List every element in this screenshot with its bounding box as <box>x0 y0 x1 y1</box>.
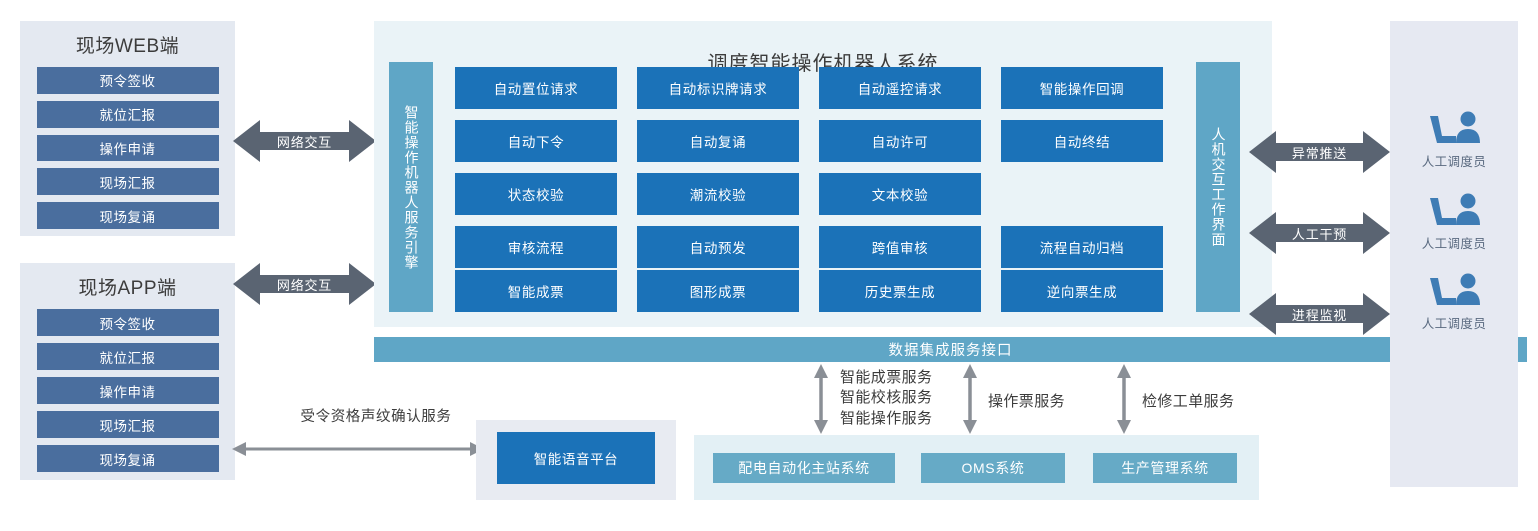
double-arrow-icon <box>233 120 376 162</box>
client-web-button-2[interactable]: 操作申请 <box>36 134 219 162</box>
function-cell-0-2[interactable]: 自动遥控请求 <box>819 67 981 109</box>
double-arrow-icon <box>1249 293 1390 335</box>
client-web-button-0[interactable]: 预令签收 <box>36 67 219 94</box>
hmi-interface-bar-label: 人机交互工作界面 <box>1210 127 1227 247</box>
function-cell-0-3[interactable]: 智能操作回调 <box>1001 67 1163 109</box>
service-engine-bar: 智能操作机器人服务引擎 <box>389 62 433 312</box>
operator-2: 人工调度员 <box>1390 272 1518 332</box>
voiceprint-service-arrow <box>232 442 484 456</box>
hmi-arrow-process-monitor: 进程监视 <box>1249 288 1390 340</box>
operator-1: 人工调度员 <box>1390 192 1518 252</box>
service-link-label-0: 智能成票服务 智能校核服务 智能操作服务 <box>840 369 933 427</box>
operator-1-label: 人工调度员 <box>1421 237 1487 251</box>
network-arrow-web: 网络交互 <box>233 115 376 167</box>
function-cell-2-1[interactable]: 潮流校验 <box>637 173 799 215</box>
operator-console-icon <box>1430 273 1480 305</box>
double-arrow-icon <box>1249 212 1390 254</box>
voice-platform-box[interactable]: 智能语音平台 <box>497 432 655 484</box>
double-arrow-icon <box>1249 131 1390 173</box>
operator-2-label: 人工调度员 <box>1421 317 1487 331</box>
function-cell-1-2[interactable]: 自动许可 <box>819 120 981 162</box>
function-cell-4-0[interactable]: 智能成票 <box>455 270 617 312</box>
service-link-label-2: 检修工单服务 <box>1142 393 1235 410</box>
service-link-arrow-2 <box>1117 364 1131 434</box>
operator-0: 人工调度员 <box>1390 110 1518 170</box>
function-cell-1-3[interactable]: 自动终结 <box>1001 120 1163 162</box>
client-panel-app-title: 现场APP端 <box>78 278 177 299</box>
client-app-button-3[interactable]: 现场汇报 <box>36 411 219 438</box>
client-app-button-1[interactable]: 就位汇报 <box>36 343 219 370</box>
function-cell-3-1[interactable]: 自动预发 <box>637 226 799 268</box>
double-arrow-icon <box>233 263 376 305</box>
function-cell-2-0[interactable]: 状态校验 <box>455 173 617 215</box>
function-cell-0-1[interactable]: 自动标识牌请求 <box>637 67 799 109</box>
service-link-arrow-1 <box>963 364 977 434</box>
function-cell-2-3-empty <box>1001 173 1163 215</box>
function-cell-3-0[interactable]: 审核流程 <box>455 226 617 268</box>
system-box-2[interactable]: 生产管理系统 <box>1093 453 1237 483</box>
hmi-interface-bar: 人机交互工作界面 <box>1196 62 1240 312</box>
voiceprint-service-label: 受令资格声纹确认服务 <box>300 409 452 425</box>
operators-panel <box>1390 21 1518 487</box>
data-integration-service-bar: 数据集成服务接口 <box>374 337 1527 362</box>
service-link-arrow-0 <box>814 364 828 434</box>
system-box-1[interactable]: OMS系统 <box>921 453 1065 483</box>
function-cell-1-1[interactable]: 自动复诵 <box>637 120 799 162</box>
client-app-button-2[interactable]: 操作申请 <box>36 377 219 404</box>
operator-0-label: 人工调度员 <box>1421 155 1487 169</box>
network-arrow-app: 网络交互 <box>233 258 376 310</box>
hmi-arrow-exception-push: 异常推送 <box>1249 126 1390 178</box>
service-engine-bar-label: 智能操作机器人服务引擎 <box>403 104 420 270</box>
client-web-button-1[interactable]: 就位汇报 <box>36 100 219 128</box>
client-panel-web: 现场WEB端 预令签收 就位汇报 操作申请 现场汇报 现场复诵 <box>20 21 235 236</box>
hmi-arrow-manual-intervention: 人工干预 <box>1249 207 1390 259</box>
client-panel-app: 现场APP端 预令签收 就位汇报 操作申请 现场汇报 现场复诵 <box>20 263 235 480</box>
client-panel-web-title: 现场WEB端 <box>75 36 180 57</box>
function-cell-1-0[interactable]: 自动下令 <box>455 120 617 162</box>
function-cell-0-0[interactable]: 自动置位请求 <box>455 67 617 109</box>
client-web-button-3[interactable]: 现场汇报 <box>36 168 219 196</box>
client-app-button-4[interactable]: 现场复诵 <box>36 445 219 472</box>
function-cell-3-2[interactable]: 跨值审核 <box>819 226 981 268</box>
service-link-label-1: 操作票服务 <box>988 393 1066 410</box>
function-cell-4-2[interactable]: 历史票生成 <box>819 270 981 312</box>
function-cell-3-3[interactable]: 流程自动归档 <box>1001 226 1163 268</box>
client-app-button-0[interactable]: 预令签收 <box>36 309 219 336</box>
function-cell-4-1[interactable]: 图形成票 <box>637 270 799 312</box>
function-cell-2-2[interactable]: 文本校验 <box>819 173 981 215</box>
function-cell-4-3[interactable]: 逆向票生成 <box>1001 270 1163 312</box>
operator-console-icon <box>1430 111 1480 143</box>
system-box-0[interactable]: 配电自动化主站系统 <box>713 453 895 483</box>
operator-console-icon <box>1430 193 1480 225</box>
client-web-button-4[interactable]: 现场复诵 <box>36 202 219 229</box>
